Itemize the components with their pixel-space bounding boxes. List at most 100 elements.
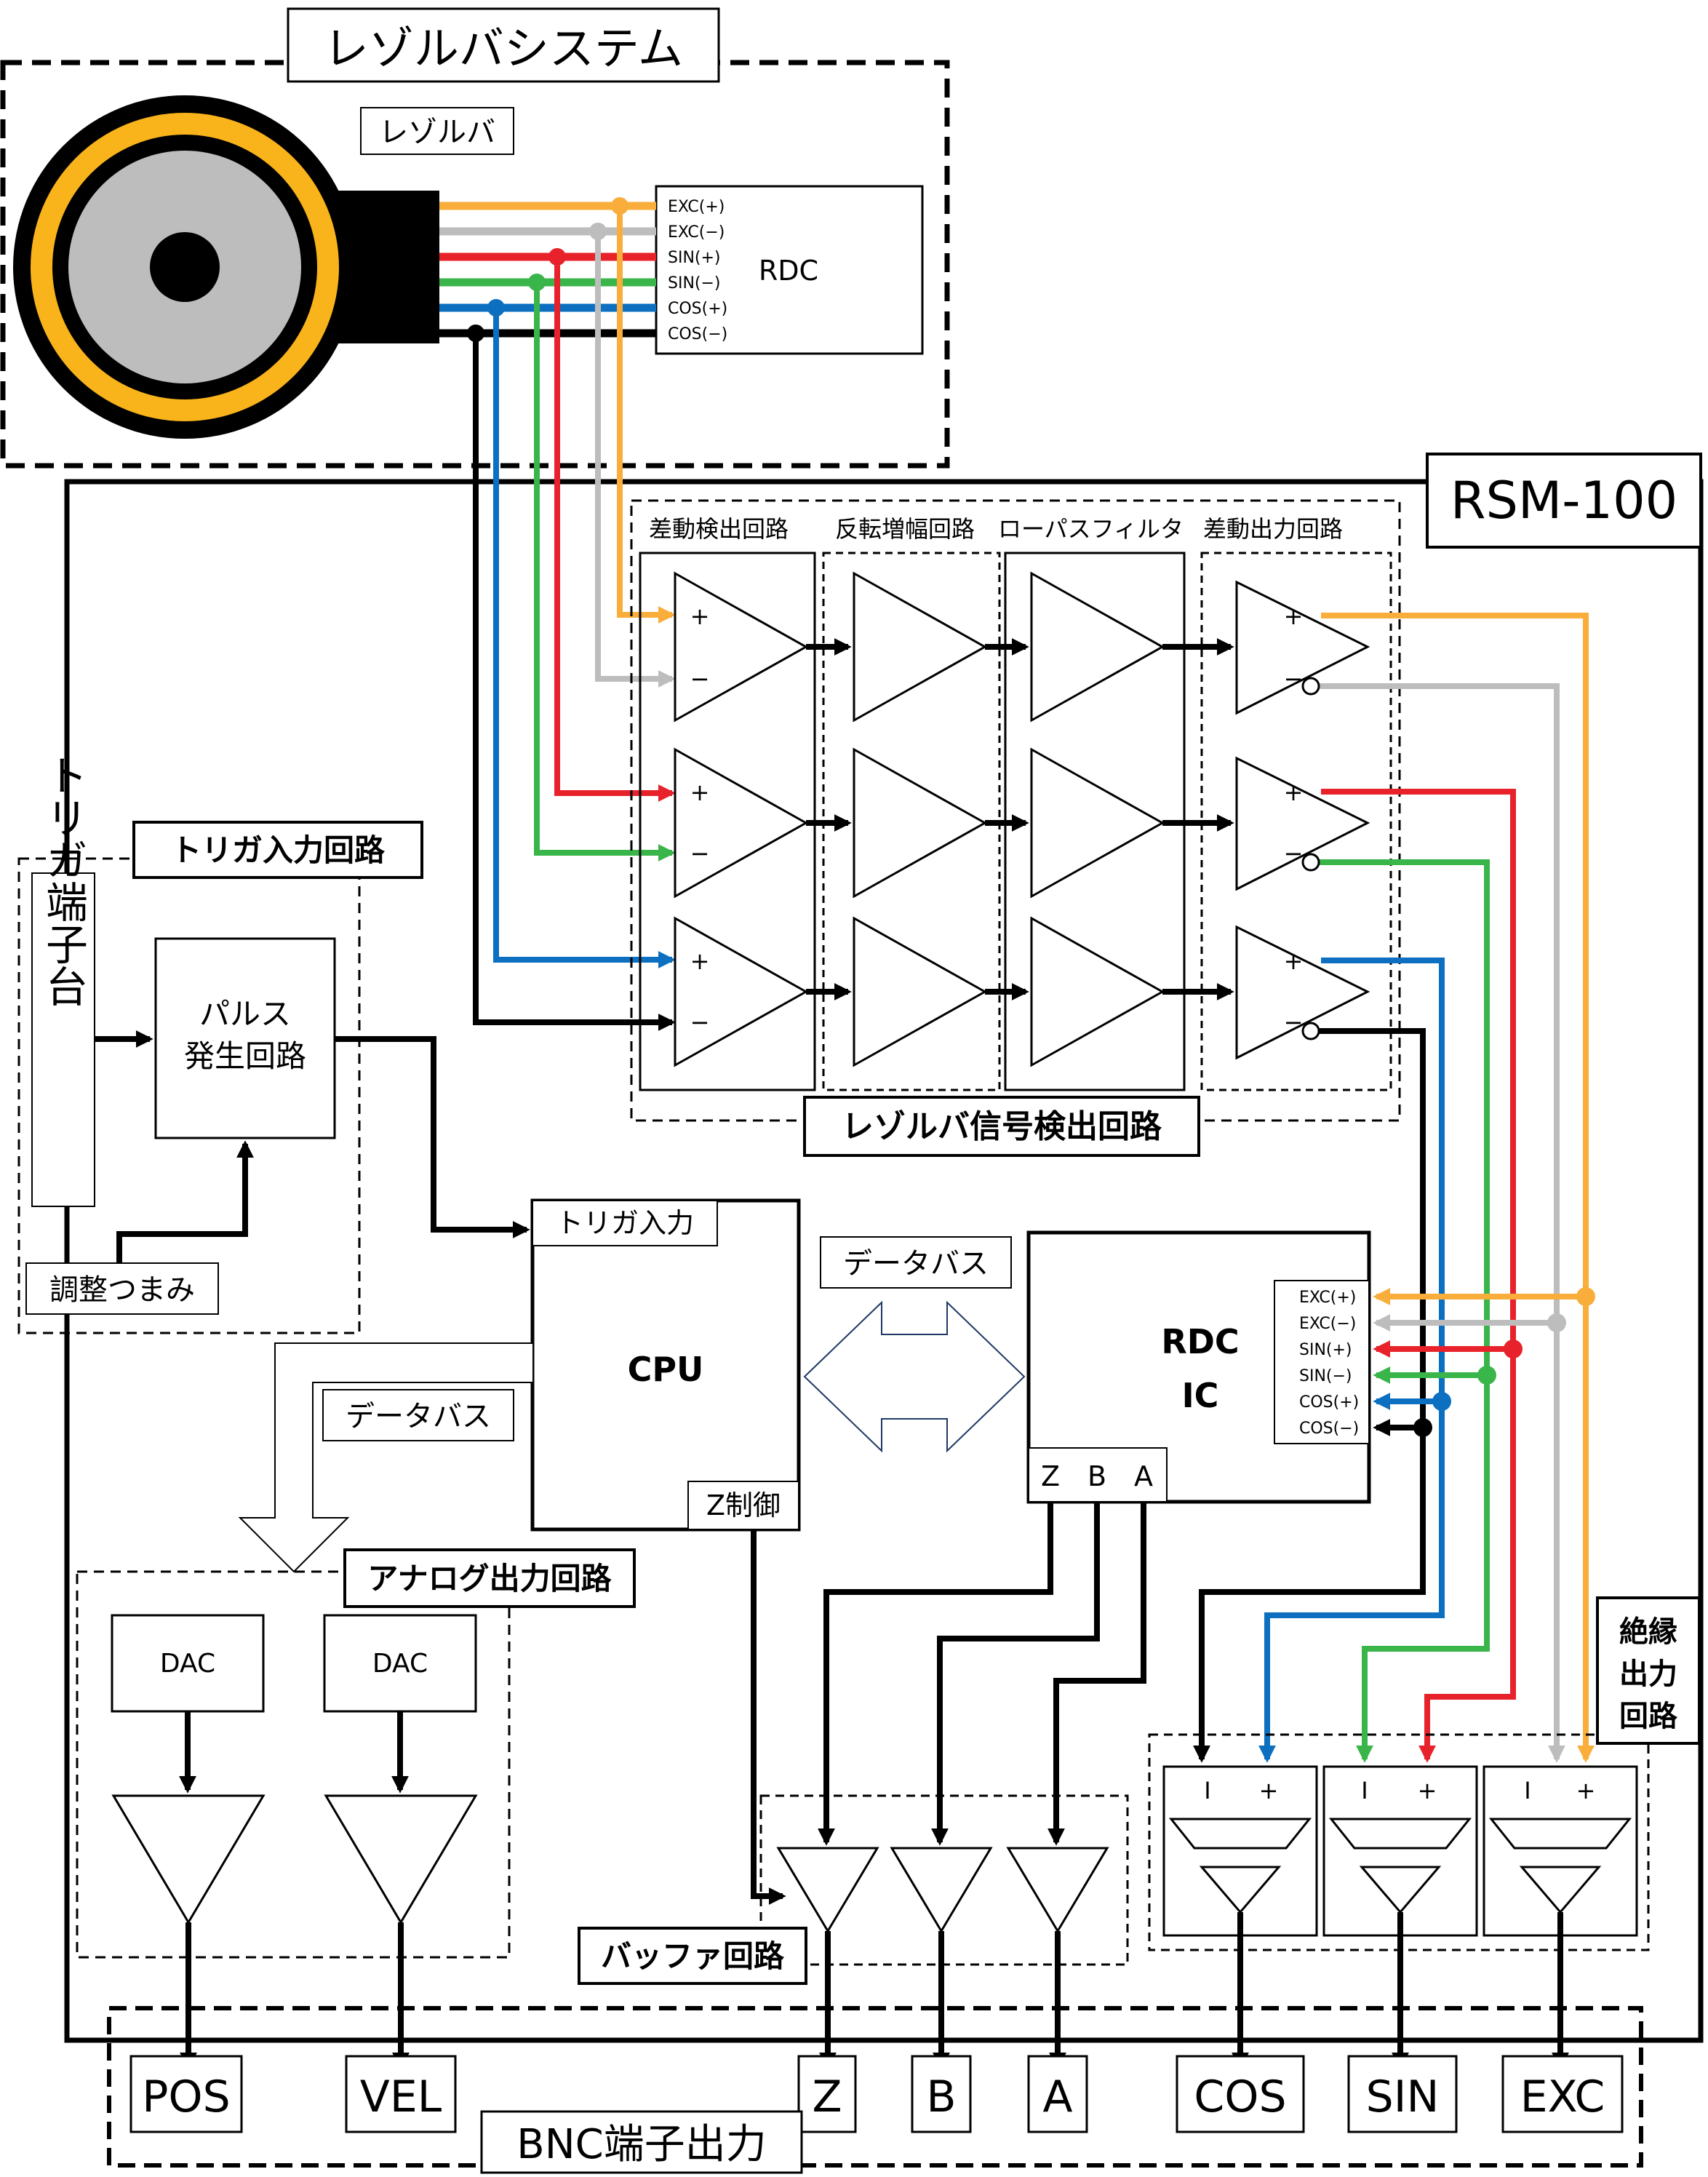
adjust-knob-box[interactable] — [25, 1262, 219, 1315]
svg-text:−: − — [1284, 665, 1304, 693]
stage-label-diff-detect: 差動検出回路 — [649, 515, 789, 543]
buffer-amps — [776, 1847, 1109, 1933]
isolation-title-line1: 絶縁 — [1619, 1615, 1677, 1649]
drop-exc-plus — [617, 206, 676, 624]
detection-title: レゾルバ信号検出回路 — [842, 1108, 1162, 1145]
diff-detect-amp-exc — [674, 571, 809, 723]
trigger-title-box — [132, 821, 423, 879]
isolation-channel-cos: I + — [1162, 1765, 1318, 1937]
bnc-box-pos — [129, 2055, 243, 2133]
buffer-title: バッファ回路 — [601, 1938, 785, 1974]
svg-text:+: + — [1284, 602, 1304, 630]
rsm-frame — [64, 479, 1704, 2043]
svg-text:+: + — [1284, 779, 1304, 806]
bnc-sin: SIN — [1366, 2071, 1440, 2122]
buffer-amp-b — [890, 1847, 993, 1933]
bnc-box-b — [911, 2055, 972, 2133]
rdc-label: RDC — [759, 255, 818, 287]
cpu-trigger-in-label: トリガ入力 — [556, 1207, 694, 1239]
rdc-ic-output-box — [1028, 1447, 1168, 1503]
invert-amp-exc — [853, 571, 988, 723]
rdc-databus-label: データバス — [843, 1247, 989, 1281]
bnc-vel: VEL — [360, 2071, 442, 2122]
resolver-system-title: レゾルバシステム — [324, 22, 683, 75]
invert-amp-cos — [853, 916, 988, 1067]
out-exc-minus — [1309, 683, 1565, 1763]
cpu-analog-databus-arrow — [238, 1342, 532, 1573]
bnc-a: A — [1042, 2071, 1072, 2122]
drop-cos-minus — [473, 333, 676, 1031]
ic-junctions — [1413, 1287, 1595, 1437]
rdc-databus-label-box — [820, 1236, 1012, 1289]
ic-pin-cos-plus: COS(+) — [1299, 1393, 1359, 1412]
dac-vel-box — [323, 1614, 477, 1713]
rdc-pin-labels: EXC(+) EXC(−) SIN(+) SIN(−) COS(+) COS(−… — [668, 198, 727, 343]
iso-exc-minus: I — [1524, 1777, 1531, 1804]
lowpass-amp-cos — [1030, 916, 1165, 1067]
bnc-box-vel — [345, 2055, 457, 2133]
analog-buffer-pos — [111, 1794, 266, 1925]
resolver-icon — [13, 95, 439, 439]
iso-exc-plus: + — [1576, 1777, 1596, 1804]
analog-buffers — [111, 1794, 478, 1925]
detection-amplifiers — [674, 571, 1370, 1067]
isolation-title-box — [1596, 1596, 1701, 1745]
diff-out-amp-exc — [1235, 580, 1370, 715]
iso-cos-plus: + — [1259, 1777, 1279, 1804]
svg-text:+: + — [690, 947, 710, 975]
ic-pin-sin-plus: SIN(+) — [1299, 1341, 1352, 1359]
analog-title-box — [343, 1548, 636, 1608]
diff-detect-amp-cos — [674, 916, 809, 1067]
bnc-b: B — [926, 2071, 956, 2122]
out-cos-plus — [1258, 958, 1445, 1763]
iso-sin-minus: I — [1361, 1777, 1368, 1804]
svg-text:−: − — [690, 1008, 710, 1036]
resolver-label-box — [360, 107, 514, 155]
cpu-rdc-databus-arrow — [803, 1300, 1026, 1453]
resolver-drops — [473, 206, 676, 1031]
ic-pin-cos-minus: COS(−) — [1299, 1420, 1359, 1438]
adjust-knob-label: 調整つまみ — [49, 1273, 195, 1307]
drop-sin-minus — [534, 282, 676, 861]
stage-label-diff-out: 差動出力回路 — [1203, 515, 1343, 543]
rdc-pin-exc-minus: EXC(−) — [668, 223, 725, 242]
rsm-title-box — [1426, 453, 1702, 549]
bnc-z: Z — [812, 2071, 842, 2122]
rdc-ic-line1: RDC — [1161, 1322, 1239, 1361]
iso-sin-plus: + — [1418, 1777, 1437, 1804]
svg-text:+: + — [690, 779, 710, 806]
ic-output-b: B — [1088, 1460, 1106, 1492]
analog-arrows — [179, 1711, 410, 2070]
detection-frame — [630, 499, 1401, 1122]
dac-pos-box — [111, 1614, 265, 1713]
rdc-ic-pin-labels: EXC(+) EXC(−) SIN(+) SIN(−) COS(+) COS(−… — [1299, 1289, 1359, 1438]
stage-label-lowpass: ローパスフィルタ — [998, 515, 1184, 543]
rsm-title: RSM-100 — [1450, 471, 1677, 530]
buffer-amp-z — [776, 1847, 879, 1933]
stage-label-invert-amp: 反転増幅回路 — [835, 515, 975, 543]
svg-text:−: − — [1284, 840, 1304, 867]
iso-cos-minus: I — [1204, 1777, 1210, 1804]
bnc-box-cos — [1176, 2055, 1305, 2133]
cpu-title: CPU — [628, 1350, 704, 1389]
ic-output-z: Z — [1041, 1460, 1060, 1492]
lowpass-amp-exc — [1030, 571, 1165, 723]
diff-detect-amp-sin — [674, 747, 809, 899]
svg-text:+: + — [1284, 947, 1304, 975]
buffer-amp-a — [1006, 1847, 1109, 1933]
bnc-title: BNC端子出力 — [516, 2121, 766, 2168]
resolver-label: レゾルバ — [379, 116, 495, 149]
drop-exc-minus — [595, 231, 676, 688]
diff-out-amp-cos — [1235, 925, 1370, 1060]
trigger-terminal-label: トリガ端子台 — [39, 754, 88, 1007]
out-sin-minus — [1309, 859, 1490, 1763]
cpu-z-control-label: Z制御 — [706, 1489, 781, 1521]
ic-output-a: A — [1134, 1460, 1153, 1492]
rdc-pin-sin-minus: SIN(−) — [668, 274, 721, 292]
bnc-frame — [107, 2006, 1643, 2168]
svg-text:−: − — [690, 665, 710, 693]
rdc-pin-exc-plus: EXC(+) — [668, 198, 725, 216]
bnc-pos: POS — [142, 2071, 231, 2122]
isolation-title-line2: 出力 — [1619, 1657, 1677, 1691]
ic-pin-exc-plus: EXC(+) — [1299, 1289, 1356, 1307]
